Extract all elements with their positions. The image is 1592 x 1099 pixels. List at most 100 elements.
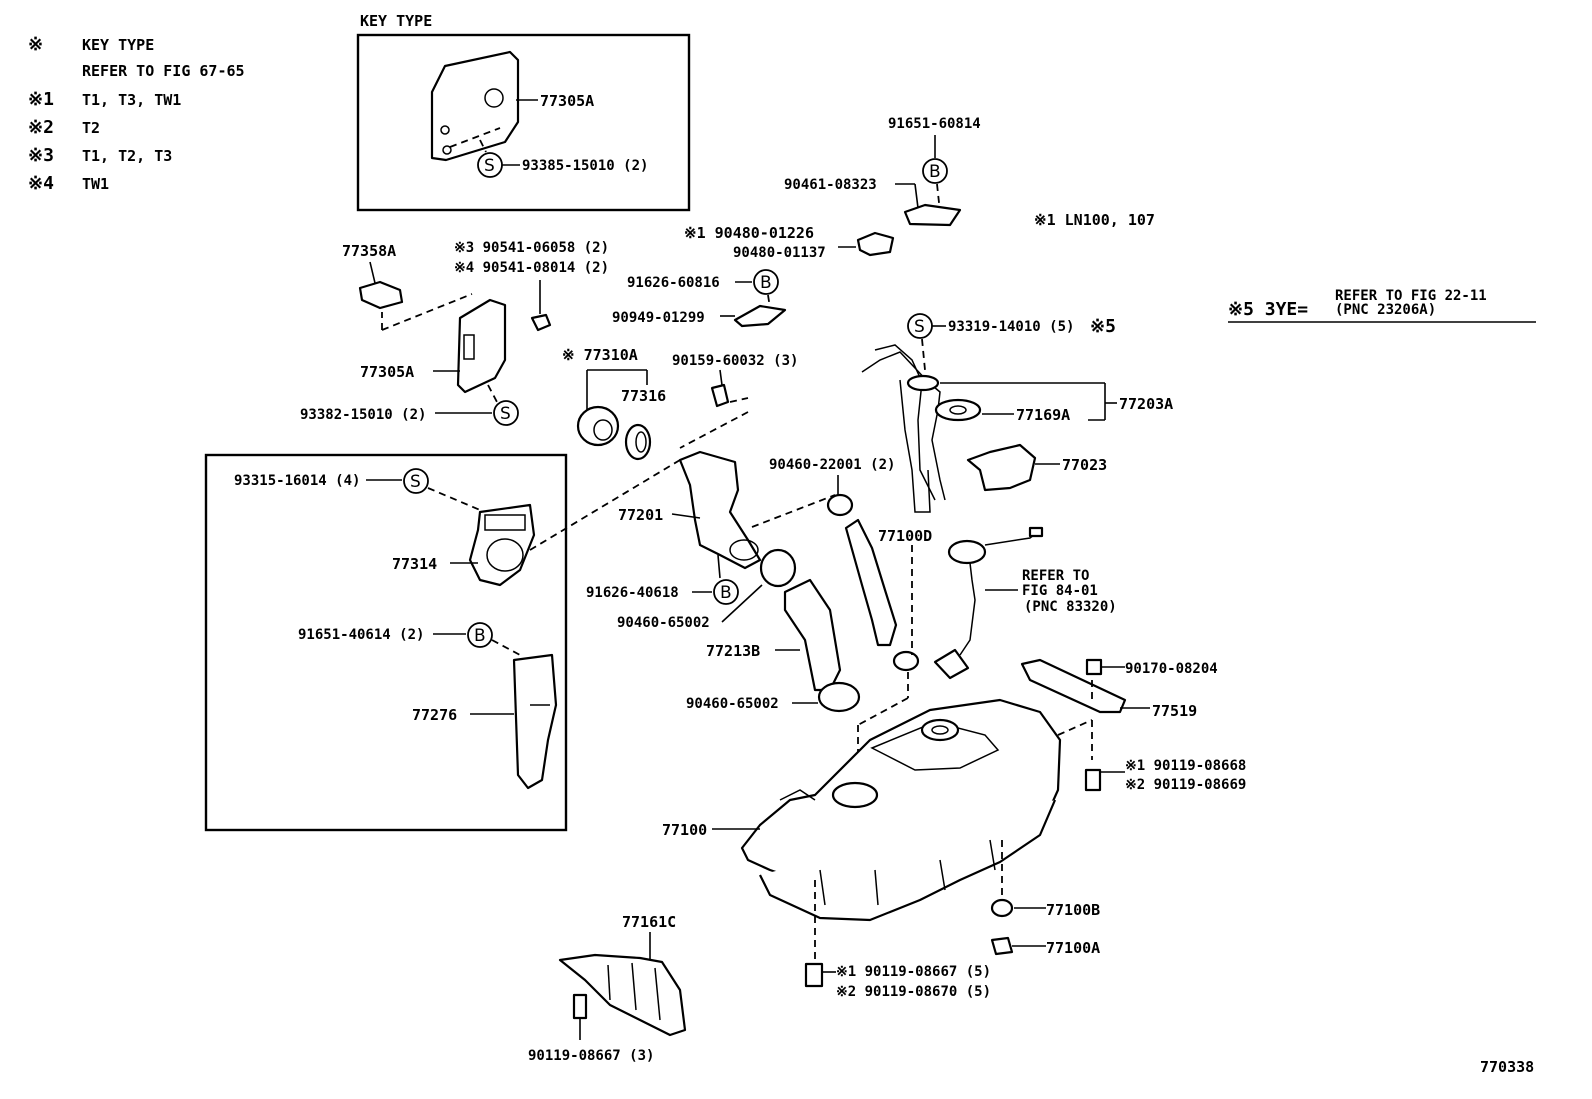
sender-float: [933, 648, 970, 680]
label-90460-65002-a: 90460-65002: [617, 615, 710, 631]
cushion-77100b: [990, 898, 1014, 918]
label-90949-01299: 90949-01299: [612, 310, 705, 326]
cap-cluster: 91626-60816 B 90949-01299 ※ 77310A 77316…: [562, 269, 798, 461]
fig-ref-note: ※5 3YE= REFER TO FIG 22-11 (PNC 23206A): [1228, 288, 1536, 323]
label-77358a: 77358A: [342, 242, 396, 260]
label-77201: 77201: [618, 506, 663, 524]
label-77316: 77316: [621, 387, 666, 405]
svg-text:B: B: [720, 583, 732, 603]
nut-90170: [1085, 658, 1103, 676]
legend-key-mark: ※: [28, 34, 43, 55]
tank-bottom: [759, 799, 1057, 922]
legend-key-title: KEY TYPE: [82, 36, 154, 54]
label-77213b: 77213B: [706, 642, 760, 660]
label-77203a: 77203A: [1119, 395, 1173, 413]
bolt-90119-08668: [1084, 768, 1102, 792]
label-90170: 90170-08204: [1125, 661, 1218, 677]
label-91626-60816: 91626-60816: [627, 275, 720, 291]
legend-refer: REFER TO FIG 67-65: [82, 62, 245, 80]
hose-clamp-upper: [759, 548, 797, 588]
lock-cluster: 77358A ※3 90541-06058 (2) ※4 90541-08014…: [300, 240, 609, 426]
filler-hose-77213b: [783, 578, 842, 692]
legend-text-3: T1, T2, T3: [82, 147, 172, 165]
fuel-door-parts: 91651-60814 B 90461-08323 ※1 90480-01226…: [684, 116, 1155, 261]
svg-text:B: B: [474, 626, 486, 646]
label-90119-08668: ※1 90119-08668: [1125, 758, 1246, 774]
label-93385: 93385-15010 (2): [522, 158, 648, 174]
pump-assembly: 93319-14010 (5) ※5 S 77203A 77169A 77023…: [861, 313, 1173, 680]
bolt-90119-08667-3: [572, 993, 588, 1020]
label-90119-08667-3: 90119-08667 (3): [528, 1048, 654, 1064]
label-91651-60814: 91651-60814: [888, 116, 981, 132]
legend: ※ KEY TYPE REFER TO FIG 67-65 ※1 T1, T3,…: [28, 34, 245, 194]
lock-bracket-77305a: [456, 298, 507, 394]
label-93315: 93315-16014 (4): [234, 473, 360, 489]
filler-plate-77314: [468, 503, 536, 587]
svg-text:S: S: [484, 156, 495, 176]
label-77519: 77519: [1152, 702, 1197, 720]
sender-ref-1: REFER TO: [1022, 568, 1089, 584]
inset-box: 93315-16014 (4) S 77314 91651-40614 (2) …: [204, 453, 681, 832]
label-77314: 77314: [392, 555, 437, 573]
bracket-77276: [512, 653, 558, 790]
right-bracket-parts: 90170-08204 77519 ※1 90119-08668 ※2 9011…: [1020, 658, 1246, 793]
fig-ref-line1: REFER TO FIG 22-11: [1335, 288, 1487, 304]
lock-clip-icon: [358, 280, 404, 310]
legend-mark-4: ※4: [28, 173, 54, 194]
label-90460-22001: 90460-22001 (2): [769, 457, 895, 473]
label-90159: 90159-60032 (3): [672, 353, 798, 369]
label-77161c: 77161C: [622, 913, 676, 931]
protector-77161c: 77161C 90119-08667 (3): [528, 913, 687, 1064]
key-type-box-title: KEY TYPE: [360, 12, 432, 30]
label-ln-note: ※1 LN100, 107: [1034, 211, 1155, 229]
legend-text-1: T1, T3, TW1: [82, 91, 181, 109]
sender-flange: [947, 539, 987, 565]
label-90119-08669: ※2 90119-08669: [1125, 777, 1246, 793]
hose-clamp-breather: [892, 650, 920, 672]
legend-mark-2: ※2: [28, 117, 54, 138]
sender-ref-3: (PNC 83320): [1024, 599, 1117, 615]
svg-text:B: B: [760, 273, 772, 293]
tank-bottom-parts: 77100B 77100A ※1 90119-08667 (5) ※2 9011…: [804, 840, 1100, 1000]
pump-tube-3: [899, 379, 931, 513]
bolt-icon: [710, 383, 730, 408]
breather-hose-77100d: [844, 518, 898, 647]
pump-tube-1: [861, 351, 946, 501]
fig-ref-line2: (PNC 23206A): [1335, 302, 1436, 318]
legend-mark-3: ※3: [28, 145, 54, 166]
cushion-77100a: [990, 936, 1014, 956]
inset-frame: [204, 453, 568, 832]
label-77100a: 77100A: [1046, 939, 1100, 957]
legend-text-4: TW1: [82, 175, 109, 193]
label-91626-40618: 91626-40618: [586, 585, 679, 601]
fuel-tank-77100: 77100: [662, 698, 1062, 922]
svg-text:B: B: [929, 162, 941, 182]
figure-id: 770338: [1480, 1058, 1534, 1076]
label-77100d: 77100D: [878, 527, 932, 545]
label-77169a: 77169A: [1016, 406, 1070, 424]
key-type-box: KEY TYPE 77305A S 93385-15010 (2): [356, 12, 691, 212]
filler-pipe-77201: [678, 450, 762, 570]
label-91651-40614: 91651-40614 (2): [298, 627, 424, 643]
label-77305a-key: 77305A: [540, 92, 594, 110]
door-hinge-icon: [903, 203, 962, 227]
label-90460-65002-b: 90460-65002: [686, 696, 779, 712]
label-90461-08323: 90461-08323: [784, 177, 877, 193]
bumper-icon: [856, 231, 895, 257]
label-77305a: 77305A: [360, 363, 414, 381]
label-90480-01137: 90480-01137: [733, 245, 826, 261]
pump-gasket-77169a: [934, 398, 982, 422]
label-77100b: 77100B: [1046, 901, 1100, 919]
pump-flange: [906, 374, 940, 392]
label-77100: 77100: [662, 821, 707, 839]
bolt-90119-08667: [804, 962, 824, 988]
label-93382: 93382-15010 (2): [300, 407, 426, 423]
fuel-filter-77023: [966, 443, 1037, 492]
sender-ref-2: FIG 84-01: [1022, 583, 1098, 599]
seal-icon: [733, 304, 787, 328]
hose-clamp-small: [826, 493, 854, 517]
legend-text-2: T2: [82, 119, 100, 137]
key-type-hole: [484, 88, 504, 108]
label-90541-06058: ※3 90541-06058 (2): [454, 240, 609, 256]
